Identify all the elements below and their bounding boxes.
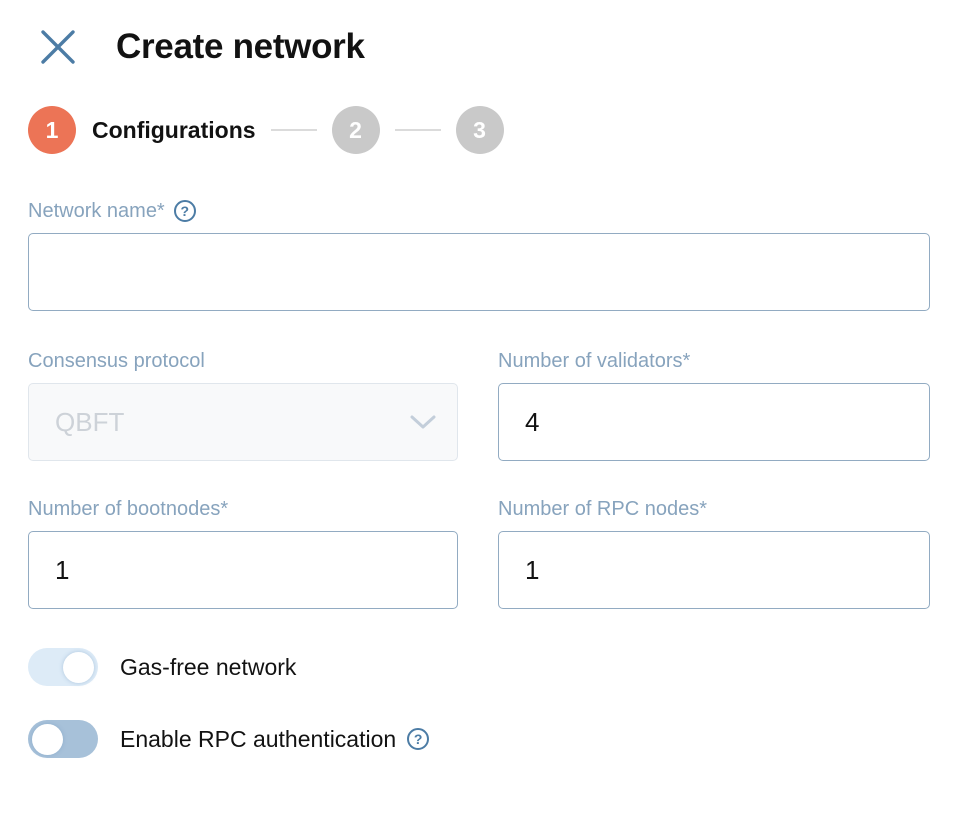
consensus-protocol-label-text: Consensus protocol [28, 349, 205, 372]
step-2-indicator[interactable]: 2 [331, 106, 380, 154]
validators-label-text: Number of validators* [498, 349, 691, 372]
step-connector [394, 129, 441, 131]
gas-free-toggle-label: Gas-free network [120, 654, 296, 681]
bootnodes-label: Number of bootnodes* [28, 497, 458, 521]
rpc-nodes-input[interactable] [498, 531, 930, 609]
create-network-dialog: Create network 1 Configurations 2 3 Netw… [0, 0, 958, 758]
form-row-1: Consensus protocol QBFT Number of valida… [28, 349, 930, 461]
validators-input[interactable] [498, 383, 930, 461]
consensus-protocol-label: Consensus protocol [28, 349, 458, 373]
bootnodes-label-text: Number of bootnodes* [28, 497, 229, 520]
consensus-protocol-field-group: Consensus protocol QBFT [28, 349, 458, 461]
toggle-knob [63, 651, 94, 683]
toggle-knob [32, 723, 63, 755]
step-1-label: Configurations [92, 116, 256, 143]
network-name-field-group: Network name* [28, 199, 930, 311]
rpc-auth-toggle-row: Enable RPC authentication [28, 720, 930, 758]
close-icon[interactable] [40, 29, 76, 65]
step-3-indicator[interactable]: 3 [455, 106, 504, 154]
page-title: Create network [116, 27, 365, 66]
rpc-auth-toggle[interactable] [28, 720, 98, 758]
wizard-stepper: 1 Configurations 2 3 [28, 106, 930, 154]
network-name-input[interactable] [28, 233, 930, 311]
bootnodes-field-group: Number of bootnodes* [28, 497, 458, 609]
form-row-2: Number of bootnodes* Number of RPC nodes… [28, 497, 930, 609]
rpc-nodes-label-text: Number of RPC nodes* [498, 497, 707, 520]
bootnodes-input[interactable] [28, 531, 458, 609]
consensus-protocol-select: QBFT [28, 383, 458, 461]
network-name-help-icon[interactable] [173, 200, 196, 222]
validators-label: Number of validators* [498, 349, 930, 373]
consensus-protocol-value: QBFT [55, 406, 125, 437]
gas-free-toggle-row: Gas-free network [28, 648, 930, 686]
chevron-down-icon [409, 407, 437, 438]
rpc-auth-label-text: Enable RPC authentication [120, 725, 397, 752]
gas-free-toggle[interactable] [28, 648, 98, 686]
rpc-auth-help-icon[interactable] [407, 728, 430, 750]
step-connector [270, 129, 317, 131]
rpc-nodes-label: Number of RPC nodes* [498, 497, 930, 521]
gas-free-label-text: Gas-free network [120, 653, 297, 680]
rpc-auth-toggle-label: Enable RPC authentication [120, 725, 430, 753]
network-name-label: Network name* [28, 199, 930, 223]
step-1-indicator[interactable]: 1 [28, 106, 76, 154]
dialog-header: Create network [40, 26, 930, 68]
validators-field-group: Number of validators* [498, 349, 930, 461]
network-name-label-text: Network name* [28, 199, 165, 222]
rpc-nodes-field-group: Number of RPC nodes* [498, 497, 930, 609]
